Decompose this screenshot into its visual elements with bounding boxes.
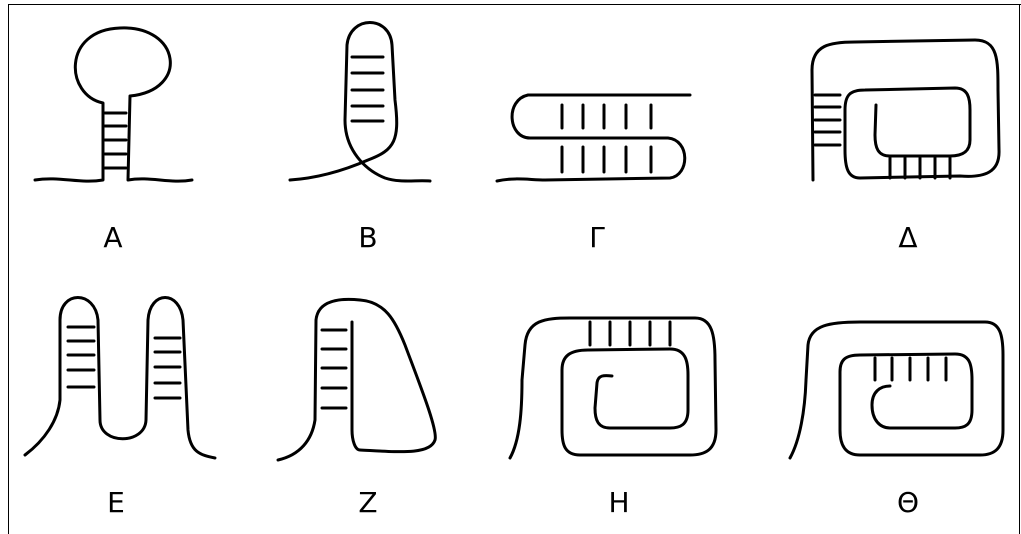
label-z: Z <box>338 487 398 519</box>
structure-h-spiral <box>510 318 716 458</box>
structure-z-triangular-loop <box>278 299 435 460</box>
label-b: B <box>338 222 398 254</box>
label-e: E <box>86 487 146 519</box>
label-gamma: Γ <box>567 222 627 254</box>
structure-th-spiral <box>790 322 1003 458</box>
structure-b-crossed-loop <box>290 23 430 182</box>
label-eta: H <box>589 487 649 519</box>
structure-a-hairpin <box>35 28 192 181</box>
label-theta: Θ <box>878 487 938 519</box>
structure-e-double-hairpin <box>25 298 215 459</box>
label-delta: Δ <box>878 222 938 254</box>
structure-d-nested-loop <box>812 40 999 180</box>
label-a: A <box>83 222 143 254</box>
structure-g-stacked-duplex <box>497 95 690 181</box>
